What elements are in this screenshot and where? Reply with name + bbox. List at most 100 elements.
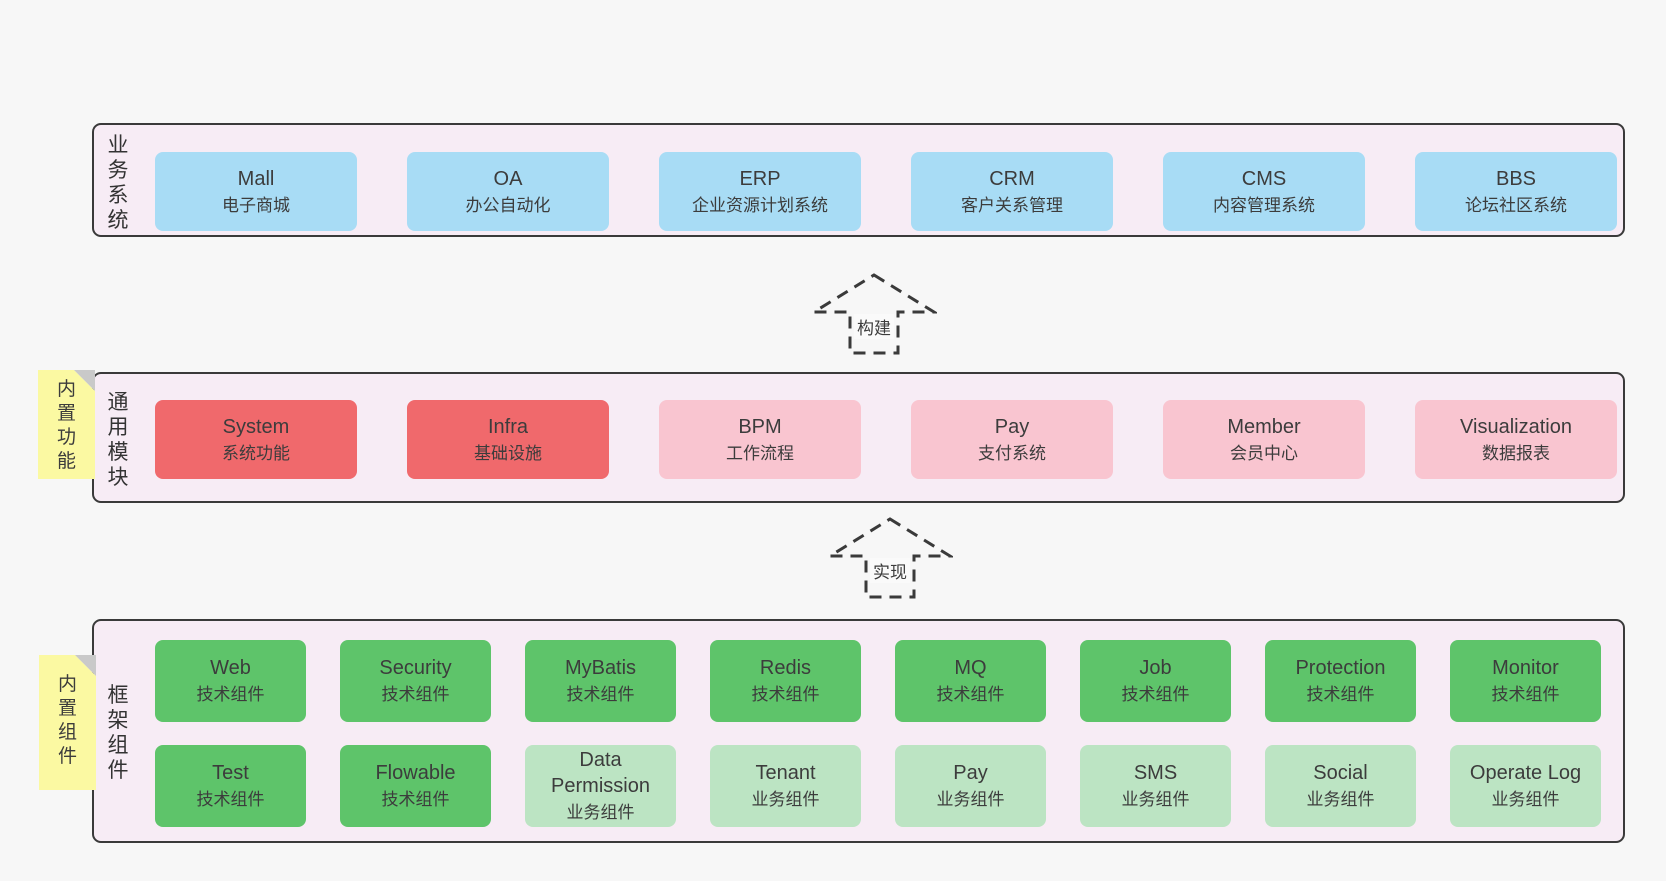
node-redis: Redis 技术组件 <box>710 640 861 722</box>
node-subtitle: 内容管理系统 <box>1213 195 1315 215</box>
framework-components-row-2: Test 技术组件 Flowable 技术组件 Data Permission … <box>155 745 1601 827</box>
node-subtitle: 技术组件 <box>936 685 1005 705</box>
sticky-note-text: 内置功能 <box>56 379 76 472</box>
node-title: OA <box>493 167 523 190</box>
build-arrow-label: 构建 <box>854 314 894 339</box>
node-protection: Protection 技术组件 <box>1265 640 1416 722</box>
up-arrow-icon <box>811 273 937 355</box>
node-mall: Mall 电子商城 <box>155 152 357 231</box>
node-flowable: Flowable 技术组件 <box>340 745 491 827</box>
node-erp: ERP 企业资源计划系统 <box>659 152 861 231</box>
node-sms: SMS 业务组件 <box>1080 745 1231 827</box>
node-title: System <box>222 415 290 438</box>
node-subtitle: 业务组件 <box>751 790 820 810</box>
up-arrow-icon <box>827 517 953 599</box>
node-subtitle: 业务组件 <box>1121 790 1190 810</box>
node-subtitle: 技术组件 <box>751 685 820 705</box>
node-job: Job 技术组件 <box>1080 640 1231 722</box>
node-subtitle: 会员中心 <box>1230 443 1298 463</box>
node-subtitle: 办公自动化 <box>465 195 551 215</box>
sticky-note-built-in-features: 内置功能 <box>38 370 95 479</box>
node-title: Data Permission <box>551 749 650 798</box>
node-member: Member 会员中心 <box>1163 400 1365 479</box>
node-title: Pay <box>953 762 988 785</box>
build-arrow: 构建 <box>811 272 937 356</box>
node-monitor: Monitor 技术组件 <box>1450 640 1601 722</box>
node-title: BPM <box>738 415 782 438</box>
node-subtitle: 业务组件 <box>936 790 1005 810</box>
node-title: Test <box>212 762 249 785</box>
framework-components-panel: 框架组件 Web 技术组件 Security 技术组件 MyBatis 技术组件… <box>92 619 1625 843</box>
node-subtitle: 技术组件 <box>1306 685 1375 705</box>
node-security: Security 技术组件 <box>340 640 491 722</box>
framework-components-row-1: Web 技术组件 Security 技术组件 MyBatis 技术组件 Redi… <box>155 640 1601 722</box>
node-subtitle: 技术组件 <box>381 685 450 705</box>
node-subtitle: 客户关系管理 <box>961 195 1063 215</box>
node-title: Monitor <box>1492 657 1559 680</box>
node-title: Infra <box>487 415 529 438</box>
node-title: MyBatis <box>564 657 637 680</box>
implement-arrow-label: 实现 <box>870 558 910 583</box>
node-title: Flowable <box>375 762 456 785</box>
node-cms: CMS 内容管理系统 <box>1163 152 1365 231</box>
node-title: ERP <box>739 167 781 190</box>
node-subtitle: 电子商城 <box>222 195 290 215</box>
node-subtitle: 技术组件 <box>1491 685 1560 705</box>
node-title: Security <box>379 657 452 680</box>
node-bpm: BPM 工作流程 <box>659 400 861 479</box>
common-modules-row: System 系统功能 Infra 基础设施 BPM 工作流程 Pay 支付系统… <box>155 400 1617 479</box>
node-title: Mall <box>237 167 275 190</box>
node-subtitle: 数据报表 <box>1482 443 1550 463</box>
node-mybatis: MyBatis 技术组件 <box>525 640 676 722</box>
node-data-permission: Data Permission 业务组件 <box>525 745 676 827</box>
node-subtitle: 系统功能 <box>222 443 290 463</box>
node-title: Web <box>210 657 251 680</box>
node-visualization: Visualization 数据报表 <box>1415 400 1617 479</box>
business-systems-panel: 业务系统 Mall 电子商城 OA 办公自动化 ERP 企业资源计划系统 CRM… <box>92 123 1625 237</box>
node-bbs: BBS 论坛社区系统 <box>1415 152 1617 231</box>
sticky-note-built-in-components: 内置组件 <box>39 655 96 790</box>
node-title: Pay <box>994 415 1030 438</box>
business-systems-panel-label: 业务系统 <box>107 134 129 232</box>
node-title: Visualization <box>1460 415 1572 438</box>
node-title: Tenant <box>755 762 816 785</box>
node-pay-component: Pay 业务组件 <box>895 745 1046 827</box>
common-modules-panel-label: 通用模块 <box>107 391 129 489</box>
node-title: Operate Log <box>1469 762 1582 785</box>
sticky-note-text: 内置组件 <box>57 674 77 767</box>
node-crm: CRM 客户关系管理 <box>911 152 1113 231</box>
node-social: Social 业务组件 <box>1265 745 1416 827</box>
node-infra: Infra 基础设施 <box>407 400 609 479</box>
node-oa: OA 办公自动化 <box>407 152 609 231</box>
node-subtitle: 技术组件 <box>196 790 265 810</box>
node-subtitle: 技术组件 <box>196 685 265 705</box>
node-subtitle: 业务组件 <box>566 803 635 823</box>
node-title: CRM <box>989 167 1035 190</box>
node-pay: Pay 支付系统 <box>911 400 1113 479</box>
node-subtitle: 论坛社区系统 <box>1465 195 1567 215</box>
node-subtitle: 技术组件 <box>1121 685 1190 705</box>
node-subtitle: 工作流程 <box>726 443 794 463</box>
node-test: Test 技术组件 <box>155 745 306 827</box>
node-title: Redis <box>759 657 812 680</box>
node-title: BBS <box>1495 167 1537 190</box>
node-subtitle: 业务组件 <box>1491 790 1560 810</box>
node-title: MQ <box>954 657 987 680</box>
node-tenant: Tenant 业务组件 <box>710 745 861 827</box>
business-systems-row: Mall 电子商城 OA 办公自动化 ERP 企业资源计划系统 CRM 客户关系… <box>155 152 1617 231</box>
node-title: Member <box>1227 415 1301 438</box>
node-mq: MQ 技术组件 <box>895 640 1046 722</box>
node-subtitle: 企业资源计划系统 <box>692 195 828 215</box>
node-system: System 系统功能 <box>155 400 357 479</box>
node-web: Web 技术组件 <box>155 640 306 722</box>
common-modules-panel: 通用模块 System 系统功能 Infra 基础设施 BPM 工作流程 Pay… <box>92 372 1625 503</box>
implement-arrow: 实现 <box>827 516 953 600</box>
node-subtitle: 技术组件 <box>381 790 450 810</box>
node-title: CMS <box>1241 167 1287 190</box>
node-subtitle: 支付系统 <box>978 443 1046 463</box>
node-title: Job <box>1139 657 1172 680</box>
node-title: Social <box>1313 762 1368 785</box>
node-title: Protection <box>1295 657 1386 680</box>
node-subtitle: 基础设施 <box>474 443 542 463</box>
framework-components-panel-label: 框架组件 <box>107 684 129 782</box>
